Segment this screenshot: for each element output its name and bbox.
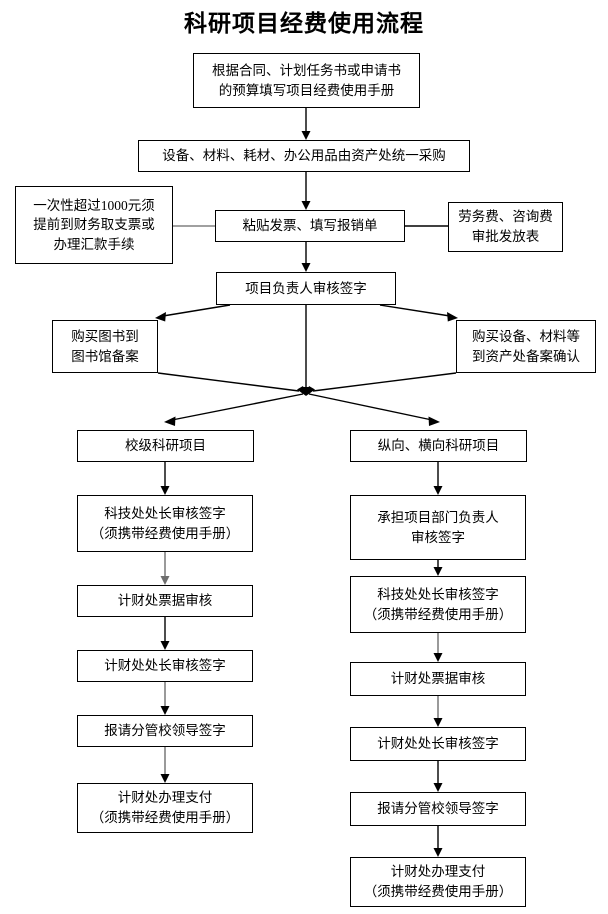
connector-library-to-junction: [157, 372, 300, 392]
node-leader-sign-line-1: 项目负责人审核签字: [245, 280, 367, 296]
node-asset-note-line-2: 到资产处备案确认: [472, 348, 580, 364]
node-right-6-line-1: 计财处办理支付: [390, 864, 486, 880]
node-procurement-line-1: 设备、材料、耗材、办公用品由资产处统一采购: [162, 148, 446, 164]
connector-junction-to-branch-school: [171, 393, 304, 421]
node-left-2-line-1: 计财处票据审核: [117, 593, 213, 609]
node-left-4-line-1: 报请分管校领导签字: [104, 723, 226, 739]
node-right-5[interactable]: 报请分管校领导签字: [350, 792, 526, 826]
node-left-1[interactable]: 科技处处长审核签字 （须携带经费使用手册）: [77, 495, 253, 552]
arrowhead-branch-school: [164, 416, 176, 426]
node-left-5-line-2: （须携带经费使用手册）: [90, 810, 240, 825]
node-branch-school[interactable]: 校级科研项目: [77, 430, 254, 462]
arrowhead-right3: [433, 653, 443, 662]
node-right-5-line-1: 报请分管校领导签字: [377, 801, 499, 817]
node-left-1-line-1: 科技处处长审核签字: [104, 505, 226, 521]
node-right-3[interactable]: 计财处票据审核: [350, 662, 526, 696]
node-right-6-line-2: （须携带经费使用手册）: [363, 884, 513, 899]
node-cheque-note-line-3: 办理汇款手续: [53, 236, 135, 252]
arrowhead-paste-invoice: [301, 201, 311, 210]
node-right-1-line-2: 审核签字: [411, 529, 465, 545]
node-right-2-line-2: （须携带经费使用手册）: [363, 606, 513, 622]
node-paste-invoice-line-1: 粘贴发票、填写报销单: [242, 218, 378, 234]
node-labor-fee-note-line-1: 劳务费、咨询费: [458, 209, 553, 225]
arrowhead-branch-vh: [428, 416, 440, 426]
arrowhead-procurement: [301, 131, 311, 140]
node-asset-note-line-1: 购买设备、材料等: [472, 328, 580, 344]
arrowhead-left4: [160, 706, 170, 715]
connector-junction-to-branch-vh: [308, 393, 433, 421]
node-left-2[interactable]: 计财处票据审核: [77, 585, 253, 617]
node-left-5-line-1: 计财处办理支付: [117, 790, 213, 806]
page-title: 科研项目经费使用流程: [184, 11, 424, 36]
node-labor-fee-note[interactable]: 劳务费、咨询费 审批发放表: [448, 202, 563, 252]
node-start-line-2: 的预算填写项目经费使用手册: [218, 82, 395, 98]
arrowhead-right5: [433, 783, 443, 792]
arrowhead-leader-sign: [301, 263, 311, 272]
node-branch-school-line-1: 校级科研项目: [125, 438, 206, 454]
arrowhead-left3: [160, 641, 170, 650]
arrowhead-left2: [160, 576, 170, 585]
node-asset-note[interactable]: 购买设备、材料等 到资产处备案确认: [456, 320, 596, 373]
arrowhead-left1: [160, 486, 170, 495]
node-left-1-line-2: （须携带经费使用手册）: [90, 525, 240, 541]
node-library-note[interactable]: 购买图书到 图书馆备案: [52, 320, 158, 373]
arrowhead-right6: [433, 848, 443, 857]
arrowhead-junction-right: [306, 386, 315, 396]
node-left-4[interactable]: 报请分管校领导签字: [77, 715, 253, 747]
arrowhead-junction-center: [301, 387, 311, 396]
node-library-note-line-2: 图书馆备案: [71, 348, 139, 364]
node-right-4-line-1: 计财处处长审核签字: [377, 736, 499, 752]
node-branch-vertical-horizontal[interactable]: 纵向、横向科研项目: [350, 430, 527, 462]
node-leader-sign[interactable]: 项目负责人审核签字: [216, 272, 396, 305]
node-right-3-line-1: 计财处票据审核: [390, 671, 486, 687]
node-cheque-note[interactable]: 一次性超过1000元须 提前到财务取支票或 办理汇款手续: [15, 186, 173, 264]
node-right-1[interactable]: 承担项目部门负责人 审核签字: [350, 495, 526, 560]
node-start-line-1: 根据合同、计划任务书或申请书: [212, 62, 401, 78]
connector-asset-to-junction: [312, 372, 457, 392]
connector-leader-to-asset: [379, 304, 451, 317]
node-right-1-line-1: 承担项目部门负责人: [377, 509, 499, 525]
node-left-3[interactable]: 计财处处长审核签字: [77, 650, 253, 682]
arrowhead-junction-left: [297, 386, 306, 396]
node-left-5[interactable]: 计财处办理支付 （须携带经费使用手册）: [77, 783, 253, 833]
node-left-3-line-1: 计财处处长审核签字: [104, 658, 226, 674]
arrowhead-right1: [433, 486, 443, 495]
node-right-2[interactable]: 科技处处长审核签字 （须携带经费使用手册）: [350, 576, 526, 633]
node-right-6[interactable]: 计财处办理支付 （须携带经费使用手册）: [350, 857, 526, 907]
node-start[interactable]: 根据合同、计划任务书或申请书 的预算填写项目经费使用手册: [193, 53, 420, 108]
arrowhead-right4: [433, 718, 443, 727]
node-branch-vh-line-1: 纵向、横向科研项目: [377, 438, 500, 454]
node-paste-invoice[interactable]: 粘贴发票、填写报销单: [215, 210, 405, 242]
node-right-2-line-1: 科技处处长审核签字: [377, 586, 499, 602]
arrowhead-left5: [160, 774, 170, 783]
node-library-note-line-1: 购买图书到: [71, 328, 139, 344]
node-cheque-note-line-2: 提前到财务取支票或: [33, 217, 155, 233]
node-right-4[interactable]: 计财处处长审核签字: [350, 727, 526, 761]
connector-leader-to-library: [162, 304, 231, 317]
node-labor-fee-note-line-2: 审批发放表: [471, 229, 540, 244]
arrowhead-right2: [433, 567, 443, 576]
node-procurement[interactable]: 设备、材料、耗材、办公用品由资产处统一采购: [138, 140, 470, 172]
node-cheque-note-line-1: 一次性超过1000元须: [33, 197, 155, 213]
